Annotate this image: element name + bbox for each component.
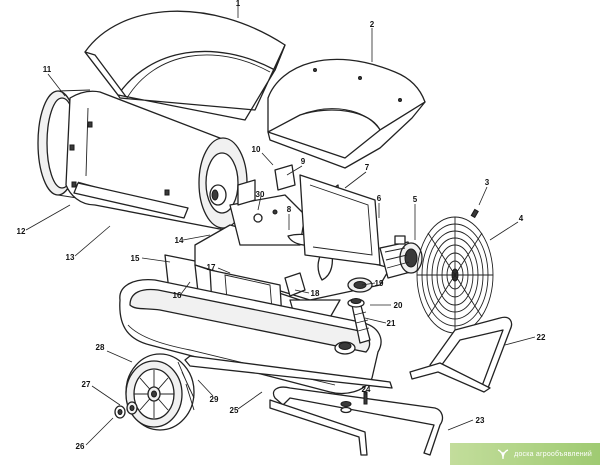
- part-screw: [470, 208, 479, 219]
- callout-20: 20: [394, 301, 403, 310]
- callout-25: 25: [230, 406, 239, 415]
- part-pump-bracket: [229, 179, 306, 246]
- watermark: доска агрообъявлений: [450, 443, 600, 465]
- callout-4: 4: [519, 214, 524, 223]
- part-fuel-filler: [347, 277, 373, 344]
- callout-22: 22: [537, 333, 546, 342]
- callout-17: 17: [207, 263, 216, 272]
- part-wheel-cap: [114, 401, 138, 419]
- callout-19: 19: [375, 279, 384, 288]
- callout-labels: 1 2 3 4 5 6 7 8 9 10 11 12 13 14 15 16 1…: [17, 0, 546, 451]
- part-motor: [379, 235, 423, 279]
- part-fuel-tank: [119, 279, 382, 395]
- part-fan-panel: [299, 174, 381, 266]
- callout-24: 24: [362, 385, 371, 394]
- callout-3: 3: [485, 178, 490, 187]
- callout-23: 23: [476, 416, 485, 425]
- leaf-icon: [497, 449, 509, 460]
- part-upper-cover-front: [84, 10, 286, 121]
- callout-10: 10: [252, 145, 261, 154]
- callout-2: 2: [370, 20, 375, 29]
- callout-29: 29: [210, 395, 219, 404]
- callout-27: 27: [82, 380, 91, 389]
- part-handle: [409, 316, 513, 393]
- part-lower-shield: [73, 182, 189, 219]
- callout-16: 16: [173, 291, 182, 300]
- callout-7: 7: [365, 163, 370, 172]
- part-upper-cover-rear: [267, 58, 426, 169]
- callout-28: 28: [96, 343, 105, 352]
- leader-lines: [25, 0, 536, 446]
- callout-15: 15: [131, 254, 140, 263]
- callout-8: 8: [287, 205, 292, 214]
- part-wheel-frame: [184, 355, 444, 456]
- part-fan-grille: [416, 216, 494, 334]
- callout-18: 18: [311, 289, 320, 298]
- callout-5: 5: [413, 195, 418, 204]
- callout-26: 26: [76, 442, 85, 451]
- callout-9: 9: [301, 157, 306, 166]
- callout-30: 30: [256, 190, 265, 199]
- callout-21: 21: [387, 319, 396, 328]
- callout-12: 12: [17, 227, 26, 236]
- callout-14: 14: [175, 236, 184, 245]
- callout-6: 6: [377, 194, 382, 203]
- part-small-bracket: [274, 164, 296, 191]
- part-wheel: [125, 353, 195, 431]
- callout-11: 11: [43, 65, 52, 74]
- callout-13: 13: [66, 253, 75, 262]
- watermark-text: доска агрообъявлений: [514, 450, 592, 458]
- part-bolt: [340, 391, 368, 414]
- callout-1: 1: [236, 0, 241, 8]
